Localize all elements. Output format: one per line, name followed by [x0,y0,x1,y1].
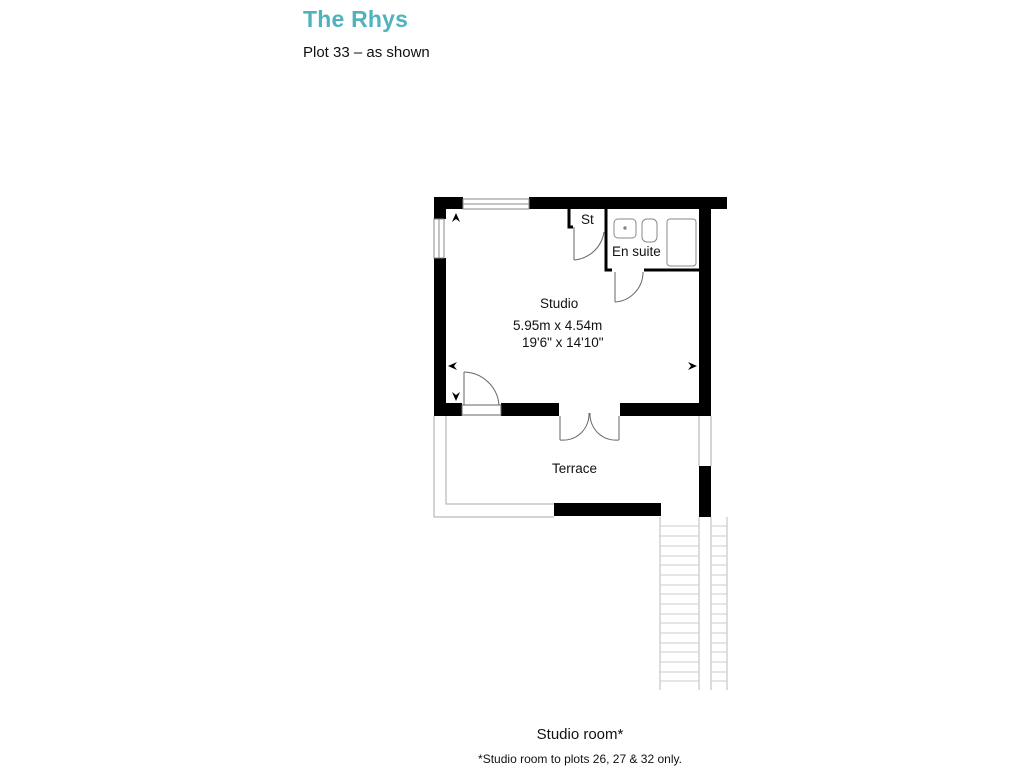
studio-label: Studio [540,296,579,311]
terrace-label: Terrace [552,461,598,476]
walls [434,197,727,517]
plan-title: The Rhys [303,6,409,32]
partitions [567,209,699,272]
plan-footnote: *Studio room to plots 26, 27 & 32 only. [478,752,682,766]
doors [461,227,644,441]
store-label: St [581,212,594,227]
plan-subtitle: Plot 33 – as shown [303,44,430,61]
studio-imperial-dimensions: 19'6" x 14'10" [522,335,604,350]
studio-metric-dimensions: 5.95m x 4.54m [513,318,603,333]
plan-caption: Studio room* [536,726,624,743]
terrace-outline [433,416,712,518]
bathroom-fixtures [613,218,697,267]
dimension-arrows [448,213,697,401]
en-suite-label: En suite [612,244,661,259]
windows [433,198,530,259]
step-treads [660,525,727,682]
